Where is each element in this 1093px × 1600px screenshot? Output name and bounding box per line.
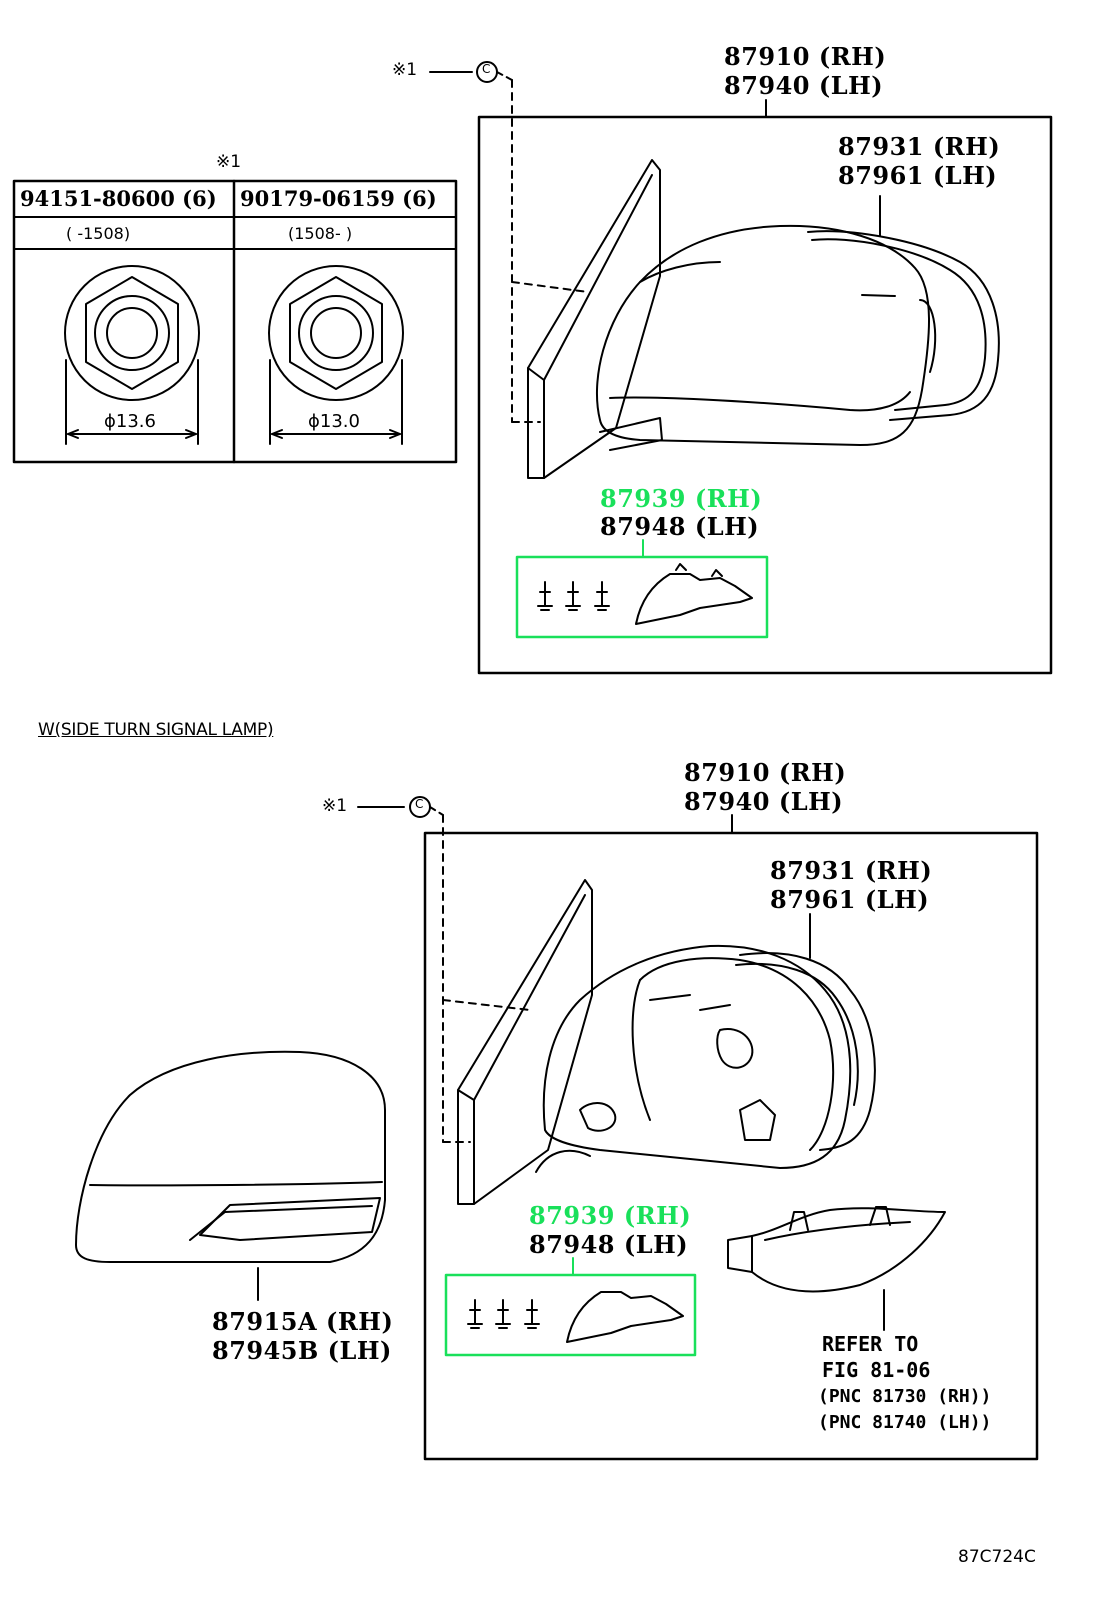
bottom-assy-lh-label: 87940 (LH)	[684, 787, 844, 816]
table-col1-dimension: ϕ13.6	[104, 411, 156, 432]
top-mirror-lh-label: 87961 (LH)	[838, 161, 998, 190]
bottom-mirror-glass	[735, 952, 876, 1151]
nut-icon-right	[268, 265, 404, 445]
table-col2-range: (1508- )	[288, 224, 353, 243]
note-mark-bottom: ※1	[322, 796, 348, 816]
bottom-mirror-rh-label: 87931 (RH)	[770, 856, 933, 885]
figure-code: 87C724C	[958, 1547, 1036, 1567]
note-mark-table: ※1	[216, 152, 242, 172]
clip-symbol-top: C	[482, 62, 491, 76]
refer-line-2: FIG 81-06	[822, 1358, 931, 1382]
bottom-mirror-housing-open	[542, 944, 852, 1169]
bottom-assy-rh-label: 87910 (RH)	[684, 758, 847, 787]
turn-signal-lamp-drawing	[727, 1206, 946, 1331]
nut-icon-left	[64, 265, 200, 445]
top-mirror-base	[527, 159, 663, 479]
refer-line-4: (PNC 81740 (LH))	[818, 1412, 992, 1433]
note-mark-top: ※1	[392, 60, 418, 80]
table-col2-dimension: ϕ13.0	[308, 411, 360, 432]
mirror-cover-drawing	[75, 1050, 386, 1301]
bottom-kit-box	[444, 1257, 697, 1357]
top-kit-rh-label: 87939 (RH)	[600, 484, 763, 513]
refer-line-1: REFER TO	[822, 1332, 919, 1356]
top-kit-lh-label: 87948 (LH)	[600, 512, 760, 541]
cover-lh-label: 87945B (LH)	[212, 1336, 392, 1365]
top-assy-lh-label: 87940 (LH)	[724, 71, 884, 100]
top-mirror-rh-label: 87931 (RH)	[838, 132, 1001, 161]
table-col1-range: ( -1508)	[66, 224, 131, 243]
top-assy-rh-label: 87910 (RH)	[724, 42, 887, 71]
bolt-spec-table	[12, 179, 458, 464]
refer-line-3: (PNC 81730 (RH))	[818, 1386, 992, 1407]
bottom-assembly-frame	[423, 814, 1039, 1461]
top-kit-box	[515, 539, 769, 639]
bottom-clip-leader	[357, 796, 531, 1143]
clip-symbol-bottom: C	[415, 797, 424, 811]
section-heading: W(SIDE TURN SIGNAL LAMP)	[38, 720, 274, 740]
top-clip-leader	[429, 61, 589, 423]
table-col2-part: 90179-06159 (6)	[240, 186, 437, 211]
bottom-kit-rh-label: 87939 (RH)	[529, 1201, 692, 1230]
top-mirror-glass	[807, 230, 1000, 421]
bottom-mirror-base	[457, 879, 593, 1205]
table-col1-part: 94151-80600 (6)	[20, 186, 217, 211]
cover-rh-label: 87915A (RH)	[212, 1307, 394, 1336]
bottom-mirror-lh-label: 87961 (LH)	[770, 885, 930, 914]
bottom-kit-lh-label: 87948 (LH)	[529, 1230, 689, 1259]
top-assembly-frame	[477, 99, 1053, 675]
top-mirror-housing	[596, 224, 937, 446]
